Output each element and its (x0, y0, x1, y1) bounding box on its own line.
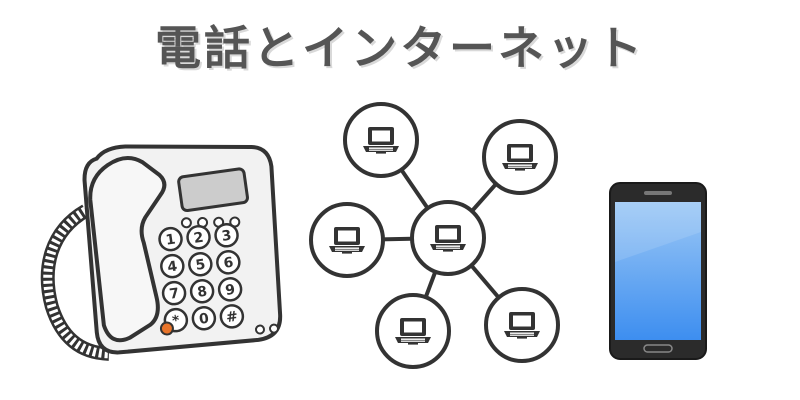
phone-handset (88, 156, 167, 343)
phone-key-label: 6 (223, 255, 235, 272)
phone-key: # (219, 304, 245, 329)
phone-key: 1 (158, 226, 183, 252)
network-node (309, 202, 385, 278)
phone-key-label: 7 (168, 286, 180, 303)
smartphone-speaker (644, 191, 672, 195)
phone-key-label: 0 (198, 311, 210, 328)
phone-key: 2 (186, 224, 211, 250)
network-node (343, 102, 419, 178)
phone-key: 6 (216, 250, 241, 275)
phone-key: 5 (188, 251, 213, 277)
phone-key-label: 9 (224, 282, 236, 299)
phone-key-label: 5 (195, 257, 207, 274)
phone-cord (40, 204, 110, 361)
phone-key-label: 3 (221, 228, 233, 245)
phone-small-button (254, 324, 265, 335)
phone-key: 8 (189, 278, 215, 304)
network-node-center (410, 200, 486, 276)
phone-key-label: 2 (193, 230, 205, 247)
phone-key-label: # (225, 309, 239, 326)
phone-key: 3 (214, 223, 239, 248)
smartphone-screen (615, 202, 701, 340)
phone-key: 4 (160, 253, 185, 279)
computer-network-icon (309, 102, 560, 369)
network-node (482, 119, 558, 195)
phone-key-label: * (171, 313, 181, 330)
phone-key: 7 (161, 280, 187, 306)
phone-key: 9 (217, 277, 243, 302)
smartphone-icon (609, 182, 707, 360)
phone-call-button (159, 321, 174, 336)
phone-function-buttons (180, 216, 241, 229)
phone-key-label: 4 (167, 258, 179, 275)
phone-key-label: 1 (165, 232, 177, 249)
network-node (484, 287, 560, 363)
network-node (375, 293, 451, 369)
phone-small-button (268, 323, 279, 334)
smartphone-home-button (643, 344, 673, 353)
phone-key-label: 8 (196, 284, 208, 301)
page-title: 電話とインターネット (155, 21, 645, 75)
phone-display (177, 167, 249, 213)
phone-key: 0 (191, 306, 217, 331)
